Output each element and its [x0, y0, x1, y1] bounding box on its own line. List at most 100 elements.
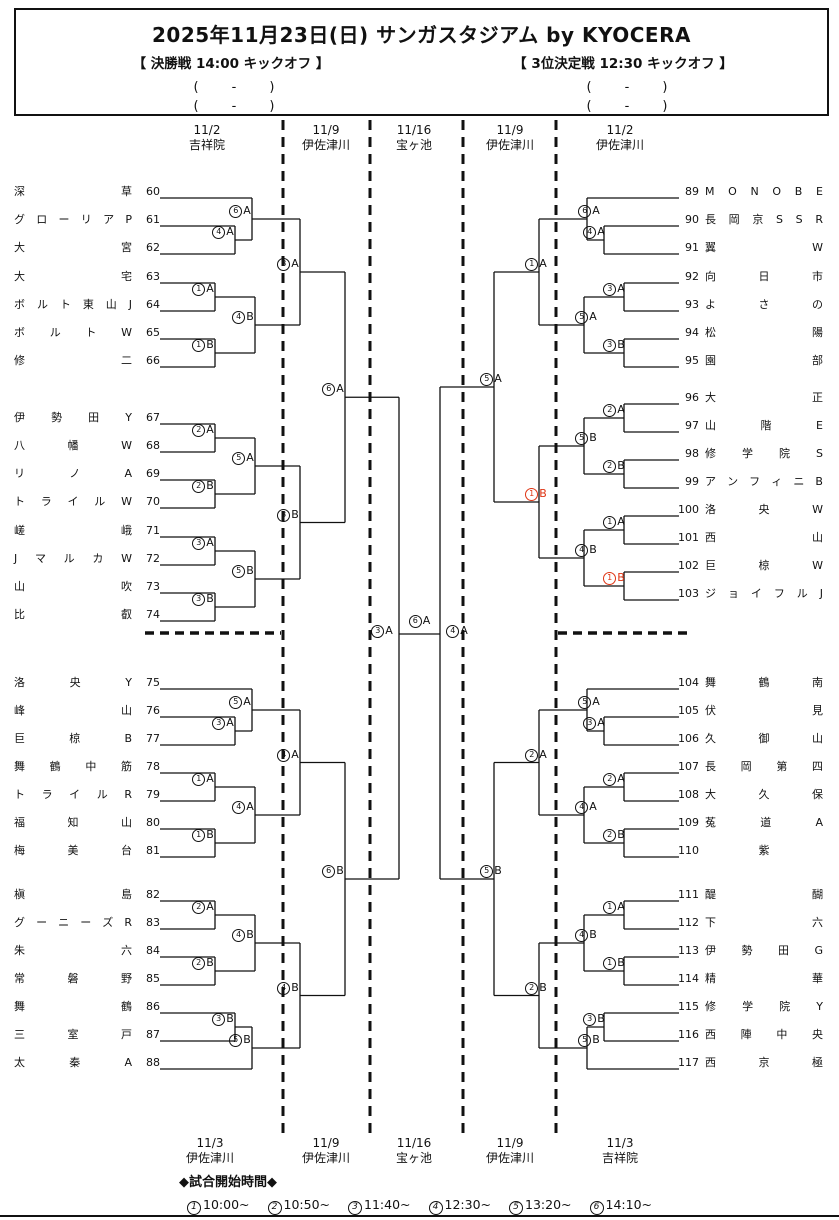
column-venue: 伊佐津川: [595, 138, 644, 152]
kickoff-number-icon: 2: [525, 981, 539, 995]
team-number: 68: [146, 439, 160, 452]
kickoff-number-icon: 1: [603, 957, 617, 970]
kickoff-number-icon: 4: [575, 544, 589, 557]
column-venue: 伊佐津川: [185, 1151, 234, 1165]
column-date: 11/2: [606, 123, 634, 137]
team-number: 103: [678, 587, 699, 600]
team-name: 福知山: [14, 816, 132, 829]
kickoff-number-icon: 1: [192, 829, 206, 842]
team-name: 舞鶴南: [705, 676, 823, 689]
kickoff-number-icon: 3: [212, 717, 226, 730]
kickoff-number-icon: 1: [187, 1201, 201, 1215]
kickoff-number-icon: 2: [192, 480, 206, 493]
kickoff-number-icon: 5: [480, 373, 494, 386]
column-date: 11/3: [196, 1136, 224, 1150]
kickoff-number-icon: 1: [603, 901, 617, 914]
kickoff-number-icon: 2: [525, 748, 539, 762]
kickoff-number-icon: 3: [348, 1201, 362, 1215]
kickoff-number-icon: 6: [229, 205, 243, 218]
column-date: 11/2: [193, 123, 221, 137]
team-number: 92: [685, 270, 699, 283]
kickoff-number-icon: 1: [525, 488, 539, 501]
kickoff-number-icon: 3: [277, 258, 291, 271]
team-number: 109: [678, 816, 699, 829]
kickoff-number-icon: 3: [583, 717, 597, 730]
kickoff-number-icon: 5: [575, 432, 589, 445]
kickoff-number-icon: 6: [408, 615, 422, 628]
team-name: 醍醐: [705, 888, 823, 901]
team-number: 90: [685, 213, 699, 226]
team-number: 64: [146, 298, 160, 311]
column-venue: 伊佐津川: [301, 1151, 350, 1165]
kickoff-number-icon: 5: [480, 865, 494, 878]
column-venue: 宝ヶ池: [395, 1151, 432, 1165]
column-date: 11/9: [496, 123, 524, 137]
final-score-line-2: ( - ): [193, 99, 275, 114]
team-number: 60: [146, 185, 160, 198]
team-number: 107: [678, 760, 699, 773]
team-number: 76: [146, 704, 160, 717]
kickoff-number-icon: 4: [428, 1201, 443, 1215]
column-date: 11/9: [312, 123, 340, 137]
kickoff-number-icon: 5: [575, 311, 589, 324]
team-name: 向日市: [705, 270, 823, 283]
team-name: 常磐野: [14, 972, 132, 985]
team-number: 100: [678, 503, 699, 516]
team-number: 85: [146, 972, 160, 985]
team-name: 久御山: [705, 732, 823, 745]
kickoff-number-icon: 2: [192, 957, 206, 970]
kickoff-number-icon: 2: [603, 829, 617, 842]
team-number: 87: [146, 1028, 160, 1041]
team-number: 96: [685, 391, 699, 404]
team-number: 88: [146, 1056, 160, 1069]
column-date: 11/16: [396, 1136, 432, 1150]
kickoff-number-icon: 1: [603, 572, 617, 585]
header-box: 2025年11月23日(日) サンガスタジアム by KYOCERA 【 決勝戦…: [14, 8, 829, 116]
kickoff-number-icon: 6: [322, 865, 336, 878]
team-number: 67: [146, 411, 160, 424]
team-number: 70: [146, 495, 160, 508]
